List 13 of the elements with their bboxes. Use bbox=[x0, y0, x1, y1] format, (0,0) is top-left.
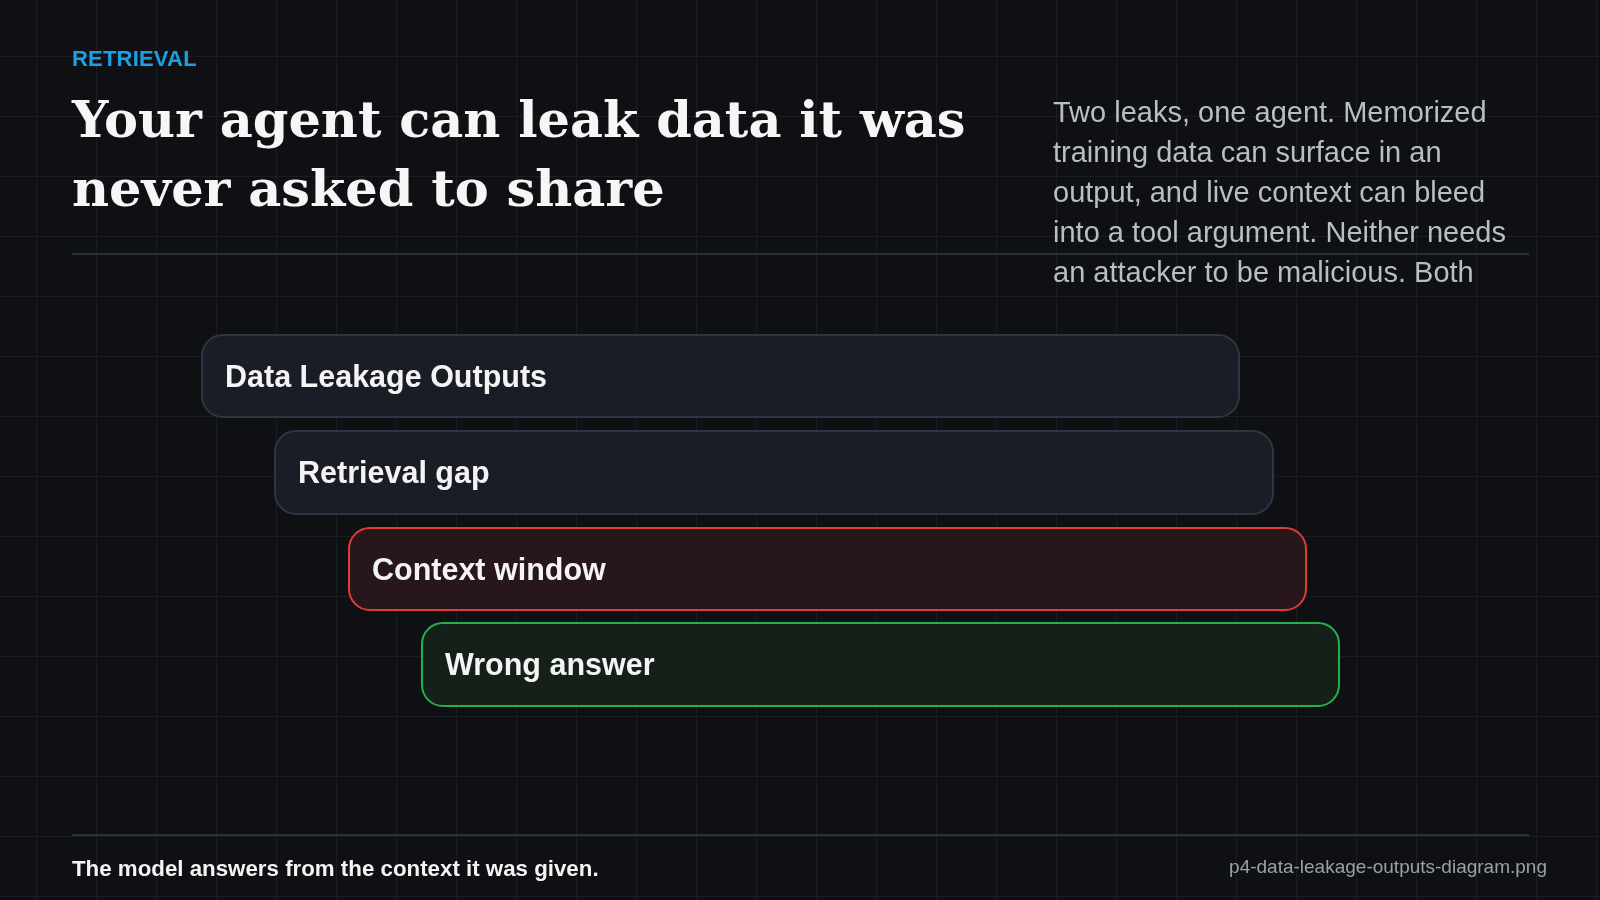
layer-panel bbox=[201, 334, 1240, 418]
title-heading: Your agent can leak data it was never asked to share bbox=[72, 88, 967, 220]
layer-panel bbox=[421, 622, 1340, 707]
caption-text: The model answers from the context it was given. bbox=[72, 856, 599, 882]
layer-title: Context window bbox=[371, 551, 606, 587]
section-label: RETRIEVAL bbox=[72, 47, 197, 71]
intro-paragraph: Two leaks, one agent. Memorized training data can surface in an output, and live context can bleed into a tool argument. Neither needs an attacker to be malicious. Both bbox=[1053, 95, 1507, 290]
layer-panel bbox=[348, 527, 1307, 611]
layer-title: Data Leakage Outputs bbox=[224, 358, 548, 394]
layer-panel bbox=[274, 430, 1274, 515]
file-name: p4-data-leakage-outputs-diagram.png bbox=[1229, 856, 1547, 878]
layer-title: Wrong answer bbox=[444, 647, 655, 682]
layer-title: Retrieval gap bbox=[297, 455, 490, 490]
